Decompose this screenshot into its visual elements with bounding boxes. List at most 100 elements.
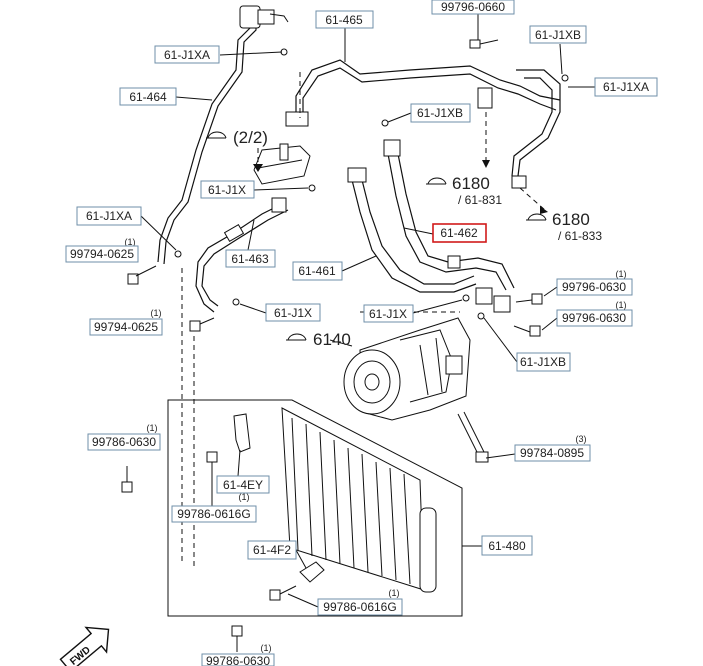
- bolts: [121, 39, 543, 652]
- callout-61-j1xa-top: 61-J1XA: [154, 45, 220, 64]
- callout-61-4f2: 61-4F2: [247, 540, 297, 560]
- svg-text:61-J1XA: 61-J1XA: [164, 48, 210, 62]
- o-ring-61-j1xa-right: [561, 74, 569, 82]
- pipe-61-464: [157, 12, 251, 263]
- svg-text:61-480: 61-480: [488, 539, 526, 553]
- svg-text:/ 61-833: / 61-833: [558, 229, 602, 243]
- bolt-99796-0630-a: [515, 293, 543, 305]
- bolt-99786-0630-a: [121, 466, 133, 493]
- callout-61-465: 61-465: [315, 10, 374, 29]
- hose-61-461: [351, 179, 477, 293]
- ref-2-2: (2/2): [206, 128, 268, 147]
- hose-fitting-462: [383, 139, 401, 157]
- o-ring-61-j1xb-mid: [381, 119, 389, 127]
- pipe-clamp-463: [223, 223, 245, 243]
- callout-99784-0895: (3) 99784-0895: [514, 434, 591, 462]
- bracket-61-4f2: [299, 561, 325, 583]
- bolt-99786-0630-b: [231, 625, 243, 652]
- svg-text:61-463: 61-463: [231, 252, 269, 266]
- bolt-99784-0895: [457, 411, 489, 463]
- pipe-fitting-top: [239, 5, 261, 29]
- callout-61-j1xb-low: 61-J1XB: [516, 352, 571, 372]
- ref-hand-icon: [527, 213, 547, 221]
- svg-text:61-J1X: 61-J1X: [274, 306, 312, 320]
- bracket-61-4ey: [233, 413, 251, 453]
- o-ring-61-j1x-c: [462, 294, 470, 302]
- o-ring-61-j1x-b: [232, 298, 240, 306]
- svg-text:99796-0630: 99796-0630: [562, 311, 626, 325]
- bolt-99794-0625-b: [189, 317, 215, 332]
- svg-text:61-465: 61-465: [325, 13, 363, 27]
- pipe-bracket-2-2: [253, 143, 311, 185]
- callout-61-4ey: 61-4EY: [216, 475, 270, 494]
- pipe-61-463: [195, 203, 283, 313]
- ref-6140: 6140: [286, 330, 351, 349]
- svg-text:99786-0630: 99786-0630: [206, 654, 270, 666]
- ref-6180-831: 6180 / 61-831: [426, 174, 502, 207]
- fwd-arrow: FWD: [59, 626, 110, 666]
- pipe-fitting-463: [271, 197, 287, 213]
- callout-61-j1x-a: 61-J1X: [200, 180, 255, 199]
- svg-text:(1): (1): [151, 308, 162, 318]
- ac-compressor: [343, 317, 471, 421]
- pipe-end-6180: [511, 175, 527, 189]
- svg-text:(1): (1): [389, 588, 400, 598]
- hose-61-462: [387, 153, 507, 291]
- svg-text:61-461: 61-461: [298, 264, 336, 278]
- pipe-fitting-top-b: [257, 9, 275, 25]
- svg-text:(1): (1): [616, 300, 627, 310]
- callout-99794-0625-b: (1) 99794-0625: [89, 308, 163, 336]
- svg-text:99786-0630: 99786-0630: [92, 435, 156, 449]
- svg-text:61-J1X: 61-J1X: [208, 183, 246, 197]
- svg-text:(1): (1): [147, 423, 158, 433]
- references: (2/2) 6180 / 61-831 6180 / 61-833 6140: [206, 128, 602, 349]
- svg-text:99796-0630: 99796-0630: [562, 280, 626, 294]
- callout-61-j1x-b: 61-J1X: [265, 303, 321, 322]
- bolt-99786-0616g-a: [206, 451, 218, 478]
- svg-text:61-462: 61-462: [440, 226, 478, 240]
- svg-text:61-464: 61-464: [129, 90, 167, 104]
- callout-99796-0630-a: (1) 99796-0630: [556, 269, 633, 296]
- svg-text:99794-0625: 99794-0625: [94, 320, 158, 334]
- callout-61-463: 61-463: [225, 249, 276, 268]
- condenser-frame: [167, 399, 463, 617]
- pipe-fitting-465: [285, 111, 309, 127]
- leader-lines: [140, 14, 595, 608]
- o-ring-61-j1xb-low: [477, 312, 485, 320]
- svg-text:(3): (3): [576, 434, 587, 444]
- svg-text:/ 61-831: / 61-831: [458, 193, 502, 207]
- svg-text:61-J1X: 61-J1X: [369, 307, 407, 321]
- ref-6180-833: 6180 / 61-833: [526, 210, 602, 243]
- callout-61-j1xa-right: 61-J1XA: [594, 77, 658, 97]
- callout-61-464: 61-464: [119, 87, 177, 106]
- svg-text:61-J1XB: 61-J1XB: [417, 106, 463, 120]
- svg-text:(1): (1): [261, 643, 272, 653]
- svg-text:61-4EY: 61-4EY: [223, 478, 263, 492]
- reference-arrows: [253, 160, 548, 214]
- svg-text:99794-0625: 99794-0625: [70, 247, 134, 261]
- pipes-and-hoses: [157, 5, 561, 313]
- ref-hand-icon: [287, 333, 307, 341]
- callout-61-461: 61-461: [292, 261, 343, 281]
- callout-61-462: 61-462: [432, 223, 487, 243]
- pipe-bracket-465: [477, 87, 493, 109]
- callout-99786-0616g-a: (1) 99786-0616G: [171, 492, 257, 523]
- callout-99786-0616g-b: (1) 99786-0616G: [317, 588, 403, 616]
- o-ring-61-j1x-a: [308, 184, 316, 192]
- svg-text:61-J1XA: 61-J1XA: [603, 80, 649, 94]
- callout-61-j1xb-top: 61-J1XB: [529, 25, 587, 44]
- svg-text:61-J1XA: 61-J1XA: [86, 209, 132, 223]
- callout-99786-0630-a: (1) 99786-0630: [87, 423, 161, 451]
- bolt-99794-0625-a: [127, 265, 157, 285]
- receiver-drier: [419, 507, 437, 593]
- callout-61-j1xa-left: 61-J1XA: [76, 206, 142, 226]
- svg-text:99786-0616G: 99786-0616G: [177, 507, 250, 521]
- condenser-61-480: [167, 399, 463, 617]
- hose-block-compressor-b: [493, 295, 511, 313]
- ref-hand-icon: [207, 131, 227, 139]
- o-ring-61-j1xa-left: [174, 250, 182, 258]
- callout-61-j1xb-mid: 61-J1XB: [410, 103, 471, 123]
- hose-bracket: [447, 255, 461, 269]
- svg-text:61-J1XB: 61-J1XB: [520, 355, 566, 369]
- bolt-99786-0616g-b: [269, 585, 297, 601]
